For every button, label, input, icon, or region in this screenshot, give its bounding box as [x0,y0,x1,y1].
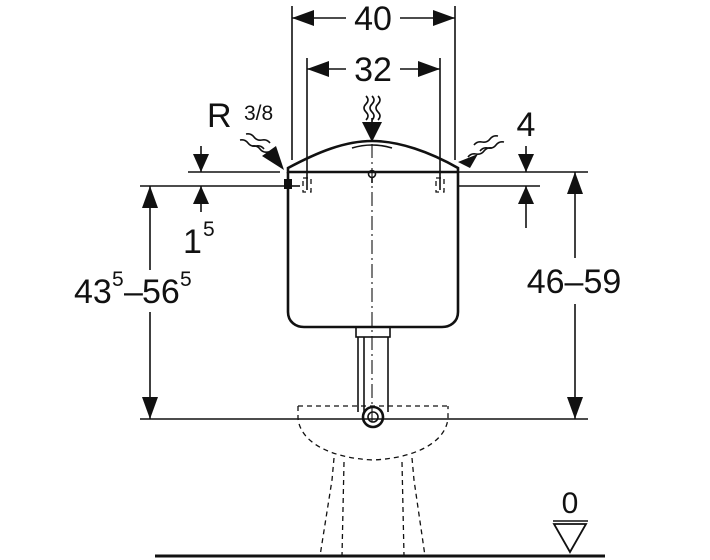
width-inner-label: 32 [354,51,392,89]
thread-size: 3/8 [244,102,273,125]
height-left-a-sup: 5 [112,268,124,291]
toilet-bowl-outline [297,405,449,557]
width-dimension-32: 32 [306,51,441,190]
water-inlet-right-icon [458,135,505,168]
thread-label: R 3/8 [207,97,273,135]
height-left-b-main: 56 [142,273,180,311]
top-offset-dimension: 4 [517,106,536,228]
floor-level-label: 0 [562,487,579,520]
height-left-dimension: 43 5 – 56 5 [74,186,192,419]
water-inlet-left-icon [239,133,284,170]
connection-offset-dimension: 1 5 [183,146,215,261]
flush-pipe [355,326,391,429]
width-dimension-40: 40 [291,0,456,160]
water-inlet-top-icon [362,95,382,142]
width-outer-label: 40 [354,0,392,38]
height-left-a-main: 43 [74,273,112,311]
connection-offset-sup: 5 [203,218,215,241]
inlet-nipples [302,177,445,193]
floor-level-marker: 0 [552,487,588,554]
top-offset-label: 4 [517,106,536,144]
height-left-sep: – [124,273,143,311]
height-right-label: 46–59 [527,263,622,301]
cistern-body [284,139,460,329]
height-left-b-sup: 5 [180,268,192,291]
height-right-dimension: 46–59 [527,172,622,419]
thread-prefix: R [207,97,232,135]
connection-offset-main: 1 [183,223,202,261]
